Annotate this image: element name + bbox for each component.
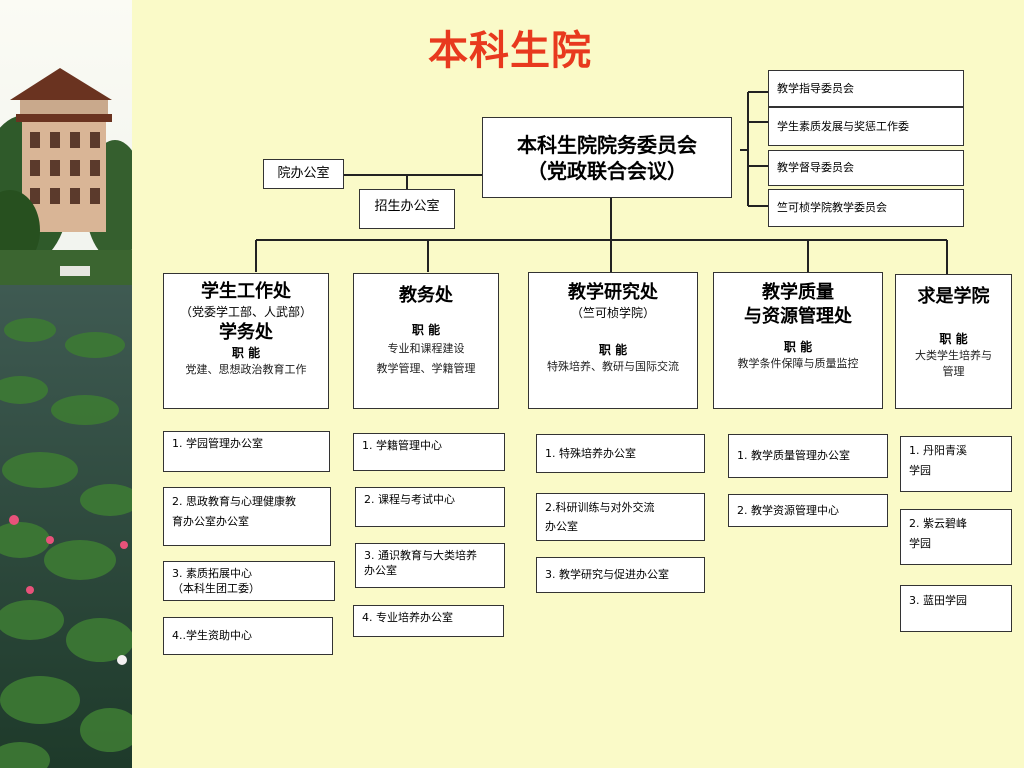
unit-box: 2. 紫云碧峰 学园 — [900, 509, 1012, 565]
unit-box: 1. 学籍管理中心 — [353, 433, 505, 471]
campus-photo — [0, 0, 132, 768]
dept-quality-name2: 与资源管理处 — [744, 306, 852, 327]
committee-supervision: 教学督导委员会 — [768, 150, 964, 186]
council-name: 本科生院院务委员会 — [517, 133, 697, 157]
dept-quality-resources: 教学质量 与资源管理处 职 能 教学条件保障与质量监控 — [713, 272, 883, 409]
unit-box: 1. 教学质量管理办公室 — [728, 434, 888, 478]
dept-research-func: 特殊培养、教研与国际交流 — [547, 360, 679, 373]
dept-academic-affairs: 教务处 职 能 专业和课程建设 教学管理、学籍管理 — [353, 273, 499, 409]
office-label: 院办公室 — [277, 166, 330, 181]
dept-academic-func2: 教学管理、学籍管理 — [376, 362, 476, 375]
dept-qiushi-func1: 大类学生培养与 — [915, 349, 992, 362]
unit-box: 2.科研训练与对外交流 办公室 — [536, 493, 705, 541]
unit-box: 2. 课程与考试中心 — [355, 487, 505, 527]
dept-student-sub: （党委学工部、人武部） — [179, 305, 312, 319]
dept-qiushi-college: 求是学院 职 能 大类学生培养与 管理 — [895, 274, 1012, 409]
unit-box: 4. 专业培养办公室 — [353, 605, 504, 637]
committee-teaching-guidance: 教学指导委员会 — [768, 70, 964, 107]
dept-quality-func: 教学条件保障与质量监控 — [737, 357, 859, 370]
unit-box: 3. 教学研究与促进办公室 — [536, 557, 705, 593]
dept-academic-func1: 专业和课程建设 — [387, 342, 465, 355]
dept-student-func: 党建、思想政治教育工作 — [185, 363, 307, 376]
unit-box: 4..学生资助中心 — [163, 617, 333, 655]
unit-box: 1. 丹阳青溪 学园 — [900, 436, 1012, 492]
admissions-label: 招生办公室 — [374, 199, 440, 214]
dept-research-func-label: 职 能 — [598, 343, 628, 357]
committee-student-quality: 学生素质发展与奖惩工作委 — [768, 107, 964, 146]
council-box: 本科生院院务委员会 （党政联合会议） — [482, 117, 732, 198]
dept-student-name2: 学务处 — [219, 322, 273, 343]
dept-qiushi-func-label: 职 能 — [939, 332, 968, 346]
dept-academic-func-label: 职 能 — [411, 323, 441, 337]
page-title: 本科生院 — [428, 28, 592, 74]
unit-box: 3. 素质拓展中心 （本科生团工委） — [163, 561, 335, 601]
dept-qiushi-func2: 管理 — [942, 365, 965, 378]
office-box: 院办公室 — [263, 159, 344, 189]
dept-student-name: 学生工作处 — [201, 281, 291, 302]
dept-research-sub: （竺可桢学院） — [570, 306, 655, 320]
unit-box: 2. 教学资源管理中心 — [728, 494, 888, 527]
unit-box: 3. 通识教育与大类培养 办公室 — [355, 543, 505, 588]
unit-box: 1. 特殊培养办公室 — [536, 434, 705, 473]
admissions-box: 招生办公室 — [359, 189, 455, 229]
unit-box: 1. 学园管理办公室 — [163, 431, 330, 472]
committee-chu-kochen: 竺可桢学院教学委员会 — [768, 189, 964, 227]
dept-student-affairs: 学生工作处 （党委学工部、人武部） 学务处 职 能 党建、思想政治教育工作 — [163, 273, 329, 409]
dept-academic-name: 教务处 — [399, 285, 453, 306]
dept-teaching-research: 教学研究处 （竺可桢学院） 职 能 特殊培养、教研与国际交流 — [528, 272, 698, 409]
council-subtitle: （党政联合会议） — [527, 159, 687, 183]
dept-student-func-label: 职 能 — [231, 346, 261, 360]
dept-quality-func-label: 职 能 — [783, 340, 813, 354]
dept-research-name: 教学研究处 — [568, 282, 658, 303]
unit-box: 3. 蓝田学园 — [900, 585, 1012, 632]
unit-box: 2. 思政教育与心理健康教 育办公室办公室 — [163, 487, 331, 546]
dept-qiushi-name: 求是学院 — [917, 286, 990, 307]
dept-quality-name: 教学质量 — [762, 282, 834, 303]
